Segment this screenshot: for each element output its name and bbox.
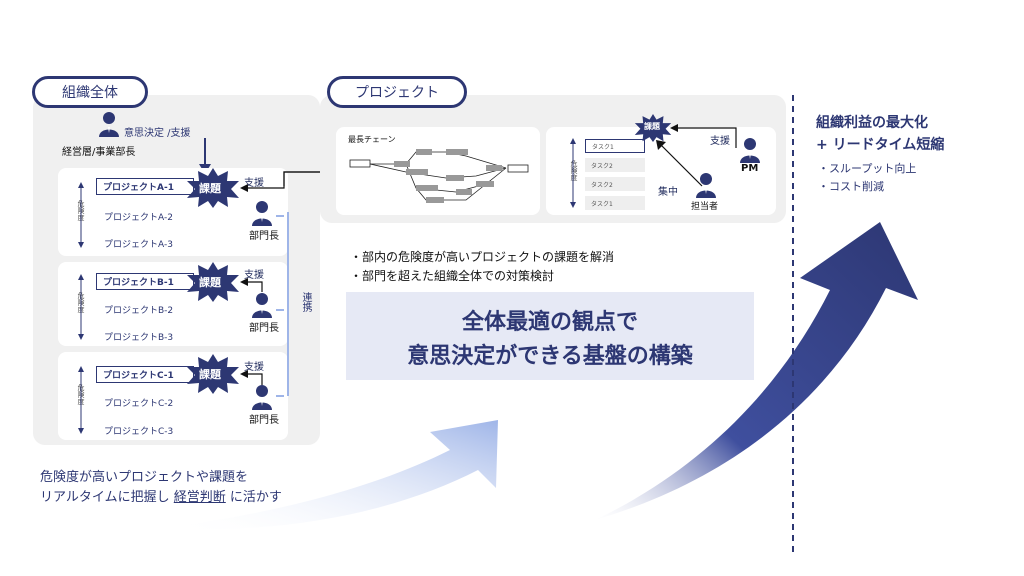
project-issue-label: 課題 <box>644 122 660 131</box>
bullet-2: ・部門を超えた組織全体での対策検討 <box>350 269 555 283</box>
assignee-label: 担当者 <box>691 202 719 212</box>
bottom-text-line-2: リアルタイムに把握し 経営判断 に活かす <box>40 486 282 505</box>
headline-line-1: 全体最適の観点で <box>461 310 638 335</box>
task-1[interactable]: タスク1 <box>585 139 645 153</box>
bottom-text-line-1: 危険度が高いプロジェクトや課題を <box>40 470 249 485</box>
issue-burst-icon <box>634 114 672 142</box>
manager-icon <box>252 385 272 410</box>
support-label-c: 支援 <box>244 362 264 373</box>
goal-item-2: ・コスト削減 <box>818 180 884 193</box>
light-arrow <box>165 420 498 530</box>
issue-label-c: 課題 <box>199 368 221 381</box>
assignee-icon <box>696 173 716 198</box>
chain-label: 最長チェーン <box>348 135 396 144</box>
project-a3[interactable]: プロジェクトA-3 <box>104 240 173 250</box>
task-risk-label: 危険度 <box>570 160 578 181</box>
project-c1[interactable]: プロジェクトC-1 <box>96 366 194 383</box>
project-c3[interactable]: プロジェクトC-3 <box>104 427 174 437</box>
dark-arrow <box>595 222 918 520</box>
risk-arrow-b <box>78 274 84 340</box>
issue-label-b: 課題 <box>199 276 221 289</box>
project-b2[interactable]: プロジェクトB-2 <box>104 306 174 316</box>
project-a1[interactable]: プロジェクトA-1 <box>96 178 194 195</box>
risk-arrow-a <box>78 182 84 248</box>
project-b1[interactable]: プロジェクトB-1 <box>96 273 194 290</box>
goal-line-2: + リードタイム短縮 <box>816 137 945 153</box>
pm-label: PM <box>741 163 759 174</box>
manager-label-a: 部門長 <box>249 231 279 242</box>
task-3[interactable]: タスク2 <box>585 177 645 191</box>
task-2[interactable]: タスク2 <box>585 158 645 172</box>
project-b3[interactable]: プロジェクトB-3 <box>104 333 174 343</box>
headline-line-2: 意思決定ができる基盤の構築 <box>407 344 693 369</box>
focus-label: 集中 <box>658 187 678 198</box>
pm-icon <box>740 138 760 163</box>
exec-label: 経営層/事業部長 <box>62 147 136 158</box>
goal-line-1: 組織利益の最大化 <box>816 115 928 131</box>
org-title: 組織全体 <box>32 76 148 108</box>
project-title: プロジェクト <box>327 76 467 108</box>
project-a2[interactable]: プロジェクトA-2 <box>104 213 173 223</box>
bullet-1: ・部内の危険度が高いプロジェクトの課題を解消 <box>350 250 615 264</box>
headline-box <box>346 292 754 380</box>
manager-label-b: 部門長 <box>249 323 279 334</box>
executive-icon <box>99 112 119 137</box>
task-risk-arrow <box>570 138 576 208</box>
manager-icon <box>252 293 272 318</box>
project-c2[interactable]: プロジェクトC-2 <box>104 399 174 409</box>
risk-arrow-c <box>78 366 84 434</box>
task-4[interactable]: タスク1 <box>585 196 645 210</box>
issue-burst-icon <box>187 354 239 394</box>
project-support-label: 支援 <box>710 136 730 147</box>
goal-item-1: ・スループット向上 <box>818 162 917 175</box>
escalation-line <box>283 171 320 186</box>
manager-label-c: 部門長 <box>249 415 279 426</box>
manager-icon <box>252 201 272 226</box>
support-label-a: 支援 <box>244 178 264 189</box>
issue-burst-icon <box>187 262 239 302</box>
project-arrows <box>656 124 737 187</box>
critical-chain-network <box>349 149 529 203</box>
issue-label-a: 課題 <box>199 182 221 195</box>
link-bracket <box>276 212 289 397</box>
bottom-text-part-c: に活かす <box>229 490 282 505</box>
bottom-text-part-a: リアルタイムに把握し <box>40 490 170 505</box>
bottom-text-emphasis: 経営判断 <box>173 490 226 505</box>
exec-action: 意思決定 /支援 <box>124 128 191 139</box>
link-label: 連携 <box>300 292 311 312</box>
issue-burst-icon <box>187 168 239 208</box>
support-label-b: 支援 <box>244 270 264 281</box>
